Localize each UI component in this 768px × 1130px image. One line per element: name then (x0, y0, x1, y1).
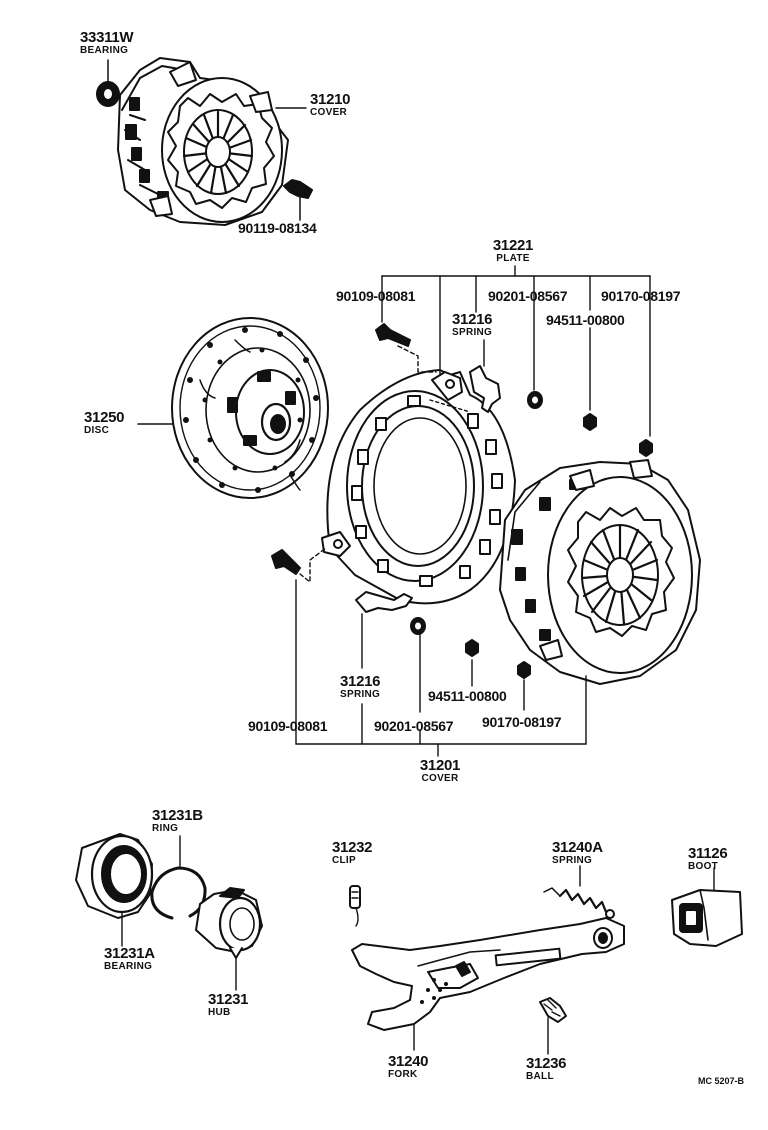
label-spring-b: 31216 SPRING (340, 673, 381, 700)
label-bolt-b: 90109-08081 (248, 718, 328, 734)
fork-drawing (351, 917, 625, 1051)
plate-drawing (321, 369, 516, 605)
part-name: HUB (208, 1007, 231, 1018)
part-name: BOOT (688, 861, 719, 872)
label-cover-top: 31210 COVER (310, 91, 351, 118)
part-name: CLIP (332, 855, 356, 866)
part-number: 31216 (452, 311, 493, 328)
ring-drawing (150, 835, 207, 920)
part-number: 31240 (388, 1053, 429, 1070)
part-number: 31236 (526, 1055, 567, 1072)
clip-drawing (349, 885, 361, 927)
part-name: RING (152, 823, 179, 834)
part-name: SPRING (452, 327, 493, 338)
part-name: DISC (84, 425, 110, 436)
label-plate: 31221 PLATE (492, 237, 534, 264)
cover-assy-drawing (499, 459, 701, 685)
part-name: SPRING (340, 689, 381, 700)
bolt-a-drawing (375, 323, 437, 373)
part-name: PLATE (496, 253, 530, 264)
label-disc: 31250 DISC (84, 409, 125, 436)
cover-top-drawing (117, 57, 289, 226)
washer-a-drawing (527, 391, 543, 409)
part-number: 31250 (84, 409, 125, 426)
nut-a-b-drawing (465, 639, 479, 657)
part-number: 31240A (552, 839, 603, 856)
drawing-code: MC 5207-B (698, 1076, 745, 1086)
boot-drawing (671, 867, 743, 947)
label-washer-a: 90201-08567 (488, 288, 568, 304)
part-number: 31210 (310, 91, 351, 108)
hub-drawing (195, 887, 263, 991)
bearing-top-drawing (96, 59, 120, 107)
label-bearing-top: 33311W BEARING (80, 29, 134, 56)
part-name: SPRING (552, 855, 593, 866)
part-name: BEARING (104, 961, 153, 972)
spring-a-drawing (469, 365, 501, 413)
label-nut-a-b: 94511-00800 (428, 688, 507, 704)
label-ball: 31236 BALL (526, 1055, 567, 1082)
part-name: COVER (421, 773, 459, 784)
fork-spring-drawing (543, 865, 615, 919)
label-nut-b-b: 90170-08197 (482, 714, 562, 730)
part-number: 31232 (332, 839, 373, 856)
bolt-top-drawing (283, 179, 313, 221)
plate-leaders (381, 265, 651, 437)
part-number: 31231B (152, 807, 203, 824)
label-nut-b-a: 90170-08197 (601, 288, 681, 304)
label-clip: 31232 CLIP (332, 839, 373, 866)
part-name: COVER (310, 107, 348, 118)
part-number: 31231 (208, 991, 249, 1008)
label-washer-b: 90201-08567 (374, 718, 454, 734)
label-nut-a-a: 94511-00800 (546, 312, 625, 328)
label-bolt-a: 90109-08081 (336, 288, 416, 304)
release-bearing-drawing (75, 833, 154, 947)
part-name: BEARING (80, 45, 129, 56)
washer-b-drawing (410, 617, 426, 635)
part-name: BALL (526, 1071, 554, 1082)
disc-drawing (171, 317, 329, 499)
label-boot: 31126 BOOT (688, 845, 728, 872)
nut-a-a-drawing (583, 413, 597, 431)
part-number: 31221 (492, 237, 534, 254)
label-cover-assy: 31201 COVER (419, 757, 461, 784)
cover-assy-leaders (295, 579, 587, 757)
ball-drawing (539, 997, 567, 1055)
label-spring-a: 31216 SPRING (452, 311, 493, 338)
label-release-bearing: 31231A BEARING (104, 946, 155, 972)
part-name: FORK (388, 1069, 418, 1080)
part-number: 31126 (688, 845, 728, 862)
part-number: 31201 (419, 757, 461, 774)
label-ring: 31231B RING (152, 808, 203, 834)
label-bolt-top: 90119-08134 (238, 220, 317, 236)
part-number: 31216 (340, 673, 381, 690)
bolt-b-drawing (271, 547, 327, 583)
part-number: 31231A (104, 945, 155, 962)
label-fork: 31240 FORK (388, 1053, 429, 1080)
nut-b-b-drawing (517, 661, 531, 679)
part-number: 33311W (80, 29, 134, 46)
nut-b-a-drawing (639, 439, 653, 457)
label-hub: 31231 HUB (208, 991, 249, 1018)
label-fork-spring: 31240A SPRING (552, 840, 603, 866)
spring-b-drawing (355, 591, 413, 613)
